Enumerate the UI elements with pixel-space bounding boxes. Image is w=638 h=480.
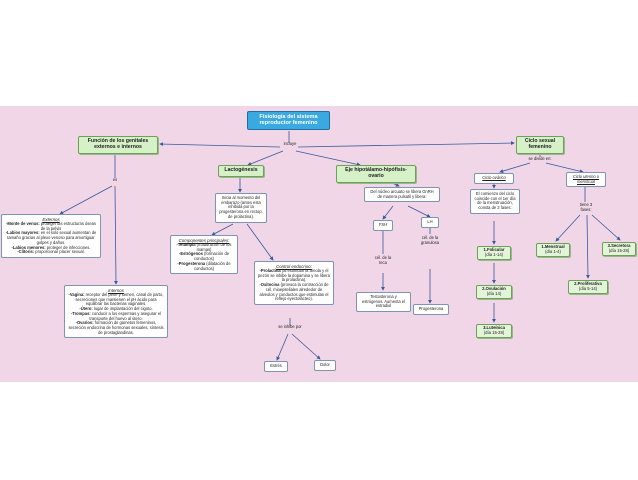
label-se-inhibe-por: se inhibe por	[278, 324, 302, 329]
componentes-title: Componentes principales:	[178, 238, 230, 243]
node-control-endocrino[interactable]: Control endocrino: -Prolactina (al estim…	[254, 261, 334, 305]
internos-item: -Útero: lugar de implantación del cigoto…	[79, 306, 153, 312]
control-item: -Oxitocina (provoca la contracción de cé…	[259, 282, 329, 302]
node-genitales[interactable]: Función de los genitales externos e inte…	[78, 136, 158, 154]
componentes-item: -Progesterona (dilatación de conductos)	[177, 260, 231, 271]
node-fase-menstrual[interactable]: 1.Menstrual(día 1-4)	[536, 243, 570, 257]
node-fase-folicular[interactable]: 1.Folicular(día 1-14)	[477, 246, 511, 260]
componentes-item: -Estrógenos (formación de conductos)	[178, 251, 230, 262]
node-fsh[interactable]: FSH	[373, 220, 393, 231]
node-internos[interactable]: Internos -Vagina: receptor del pene y se…	[64, 285, 168, 339]
node-componentes[interactable]: Componentes principales: -Tetampia (madu…	[170, 235, 238, 275]
node-fase-secretora[interactable]: 3.Secretora(día 15-28)	[602, 242, 636, 256]
node-progesterona[interactable]: Progesterona	[413, 304, 449, 315]
internos-item: -Ovarios: formación de gametos femeninos…	[68, 320, 164, 335]
node-ovarico-desc[interactable]: El comienzo del ciclo coincide con el 1e…	[470, 189, 520, 214]
externos-item: -Clítoris: proporcionar placer sexual.	[17, 249, 85, 255]
label-cel-teca: cél. de la teca	[374, 255, 392, 265]
node-estres[interactable]: Estrés	[264, 361, 288, 372]
node-nucleo[interactable]: Del núcleo arcuato se libera GnRH de man…	[364, 187, 440, 203]
control-title: Control endocrino:	[276, 264, 312, 269]
node-externos[interactable]: Externos -Monte de venus: proteger las e…	[1, 214, 101, 258]
internos-title: Internos	[108, 288, 124, 293]
node-ciclo-uterino[interactable]: Ciclo uterino o menstrual	[566, 172, 606, 188]
node-testosterona[interactable]: Testosterona y estrógenos. Aumenta el es…	[356, 292, 411, 313]
node-dolor[interactable]: Dolor	[314, 360, 336, 371]
node-eje[interactable]: Eje hipotálamo-hipófisis-ovario	[336, 165, 416, 183]
label-tiene-3-fases: tiene 3 fases:	[579, 202, 593, 212]
externos-item: -Labios menores: proteger de infecciones…	[11, 244, 91, 250]
control-item: -Prolactina (al estimular la areola y el…	[258, 268, 330, 283]
externos-item: -Labios mayores: en el solo sexual aumen…	[5, 230, 97, 245]
externos-title: Externos	[42, 217, 60, 222]
node-ciclo-sexual[interactable]: Ciclo sexual femenino	[516, 136, 564, 154]
connector-lines	[59, 131, 621, 361]
node-lacto-inicio[interactable]: Inicia al momento del embarazo (antes es…	[215, 193, 267, 223]
label-cel-granulosa: cél. de la granulosa	[421, 235, 439, 245]
internos-item: -Trompas: conducir a los espermas y aseg…	[70, 310, 162, 321]
componentes-item: -Tetampia (maduración de los mamas)	[176, 242, 232, 252]
label-es: es	[112, 177, 118, 182]
root-title[interactable]: Fisiología del sistema reproductor femen…	[247, 111, 330, 130]
internos-item: -Vagina: receptor del pene y semen, cana…	[68, 292, 164, 307]
label-incluye: incluye	[283, 141, 297, 146]
node-lh[interactable]: LH	[421, 217, 439, 228]
externos-item: -Monte de venus: proteger las estructura…	[6, 221, 96, 231]
node-ciclo-ovarico[interactable]: Ciclo ovárico	[474, 173, 514, 184]
concept-map-board: Fisiología del sistema reproductor femen…	[0, 106, 638, 382]
node-lactogenesis[interactable]: Lactogénesis	[218, 165, 264, 177]
node-fase-luteinica[interactable]: 3.Luteínica(día 15-28)	[476, 324, 512, 338]
node-fase-proliferativa[interactable]: 2.Proliferativa(día 5-14)	[568, 280, 608, 294]
node-fase-ovulacion[interactable]: 2.Ovulación(día 14)	[476, 285, 512, 299]
label-se-divide-en: se divide en:	[528, 156, 552, 161]
